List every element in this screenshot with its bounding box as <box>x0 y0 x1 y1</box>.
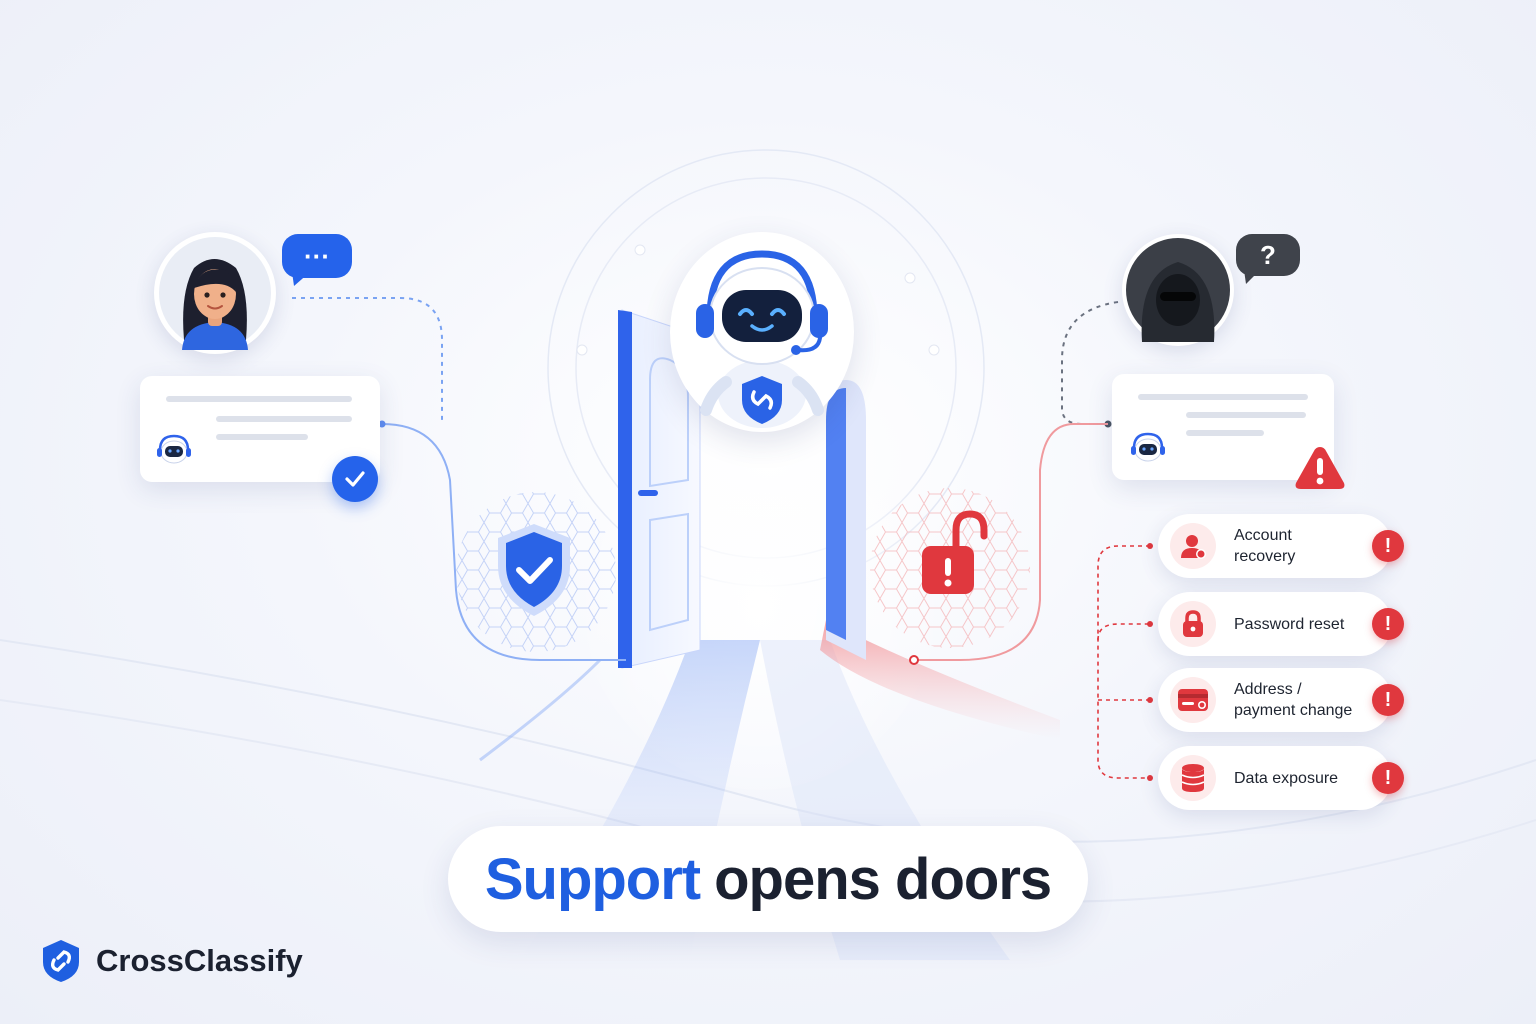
headline-pill: Support opens doors <box>448 826 1088 932</box>
support-robot <box>670 232 854 432</box>
hooded-attacker-icon <box>1126 238 1230 342</box>
warning-icon <box>1295 447 1345 489</box>
lock-icon <box>1183 610 1203 637</box>
question-bubble: ? <box>1236 234 1300 276</box>
support-robot-icon <box>696 250 828 428</box>
risk-item: Password reset ! <box>1158 592 1404 656</box>
database-icon <box>1181 764 1205 792</box>
risk-item: Account recovery ! <box>1158 514 1404 578</box>
chat-bubble: ··· <box>282 234 352 278</box>
bot-icon <box>1131 432 1165 462</box>
risk-item-label: Address / payment change <box>1234 681 1353 719</box>
risk-item-icon <box>1170 755 1216 801</box>
check-icon <box>345 471 365 487</box>
chat-bubble-tail <box>292 272 310 286</box>
shield-check-icon <box>498 524 570 616</box>
crossclassify-logo-icon <box>43 940 79 982</box>
brand: CrossClassify <box>40 938 303 984</box>
user-icon <box>1181 535 1206 559</box>
alert-icon: ! <box>1372 530 1404 562</box>
alert-icon: ! <box>1372 762 1404 794</box>
woman-avatar-icon <box>159 237 271 350</box>
attacker-avatar <box>1122 234 1234 346</box>
bot-icon <box>157 434 191 464</box>
credit-card-icon <box>1178 689 1208 711</box>
question-bubble-tail <box>1244 270 1260 284</box>
risk-item-label: Password reset <box>1234 615 1345 633</box>
risk-item-label: Data exposure <box>1234 769 1339 787</box>
risk-item: Data exposure ! <box>1158 746 1404 810</box>
alert-icon: ! <box>1372 608 1404 640</box>
risk-item-icon <box>1170 677 1216 723</box>
risk-item-icon <box>1170 523 1216 569</box>
risk-item-label: Account recovery <box>1234 527 1296 565</box>
brand-name: CrossClassify <box>96 943 303 978</box>
suspicious-message-card <box>1112 374 1334 480</box>
question-bubble-text: ? <box>1260 239 1276 270</box>
headline-accent: Support <box>484 846 701 912</box>
risk-item-icon <box>1170 601 1216 647</box>
headline-rest: opens doors <box>714 846 1052 912</box>
open-lock-icon <box>922 510 988 594</box>
user-avatar <box>154 232 276 354</box>
chat-bubble-text: ··· <box>304 240 330 271</box>
alert-icon: ! <box>1372 684 1404 716</box>
risk-item: Address / payment change ! <box>1158 668 1404 732</box>
verified-badge <box>332 456 378 502</box>
